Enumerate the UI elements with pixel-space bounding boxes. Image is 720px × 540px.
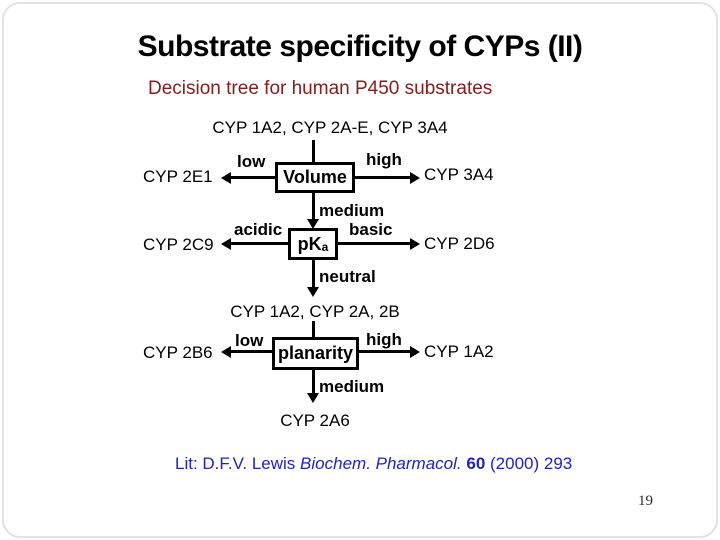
level1-right-result: CYP 3A4: [424, 165, 494, 184]
level1-right-condition: high: [366, 150, 402, 169]
connector-line: [359, 350, 410, 353]
citation-prefix: Lit: D.F.V. Lewis: [175, 454, 296, 473]
level3-right-condition: high: [366, 330, 402, 349]
level1-header: CYP 1A2, CYP 2A-E, CYP 3A4: [212, 118, 448, 137]
arrow-right-icon: [410, 346, 420, 358]
node-planarity: planarity: [272, 337, 359, 370]
citation: Lit: D.F.V. Lewis Biochem. Pharmacol. 60…: [175, 454, 572, 474]
connector-line: [229, 242, 288, 245]
node-pka-base: pK: [297, 233, 322, 254]
arrow-left-icon: [221, 238, 231, 250]
level3-left-result: CYP 2B6: [143, 343, 213, 362]
level3-header: CYP 1A2, CYP 2A, 2B: [230, 302, 400, 321]
level2-right-result: CYP 2D6: [424, 234, 495, 253]
citation-suffix: (2000) 293: [490, 454, 573, 473]
connector-line: [312, 140, 315, 163]
node-volume: Volume: [275, 162, 355, 193]
connector-line: [355, 176, 410, 179]
citation-journal: Biochem. Pharmacol.: [300, 454, 462, 473]
page-number: 19: [638, 493, 653, 509]
slide-title: Substrate specificity of CYPs (II): [137, 30, 583, 63]
citation-volume: 60: [466, 454, 486, 473]
level2-left-condition: acidic: [234, 220, 283, 239]
level3-down-condition: medium: [319, 377, 385, 396]
connector-line: [312, 370, 315, 393]
slide-subtitle: Decision tree for human P450 substrates: [148, 78, 493, 99]
connector-line: [338, 242, 410, 245]
connector-line: [312, 260, 315, 287]
arrow-left-icon: [221, 346, 231, 358]
node-pka-subscript: a: [321, 240, 329, 254]
level1-down-condition: medium: [319, 201, 385, 220]
arrow-down-icon: [307, 287, 319, 297]
level1-left-result: CYP 2E1: [143, 167, 213, 186]
arrow-right-icon: [410, 172, 420, 184]
level2-down-condition: neutral: [319, 267, 376, 286]
arrow-left-icon: [221, 172, 231, 184]
connector-line: [312, 321, 315, 338]
connector-line: [229, 350, 272, 353]
level3-left-condition: low: [235, 331, 264, 350]
level2-right-condition: basic: [349, 220, 393, 239]
arrow-down-icon: [307, 393, 319, 403]
level1-left-condition: low: [237, 152, 266, 171]
level3-down-result: CYP 2A6: [280, 411, 350, 430]
level2-left-result: CYP 2C9: [143, 235, 214, 254]
arrow-right-icon: [410, 238, 420, 250]
connector-line: [229, 176, 275, 179]
level3-right-result: CYP 1A2: [424, 342, 494, 361]
arrow-down-icon: [307, 219, 319, 229]
connector-line: [312, 193, 315, 219]
